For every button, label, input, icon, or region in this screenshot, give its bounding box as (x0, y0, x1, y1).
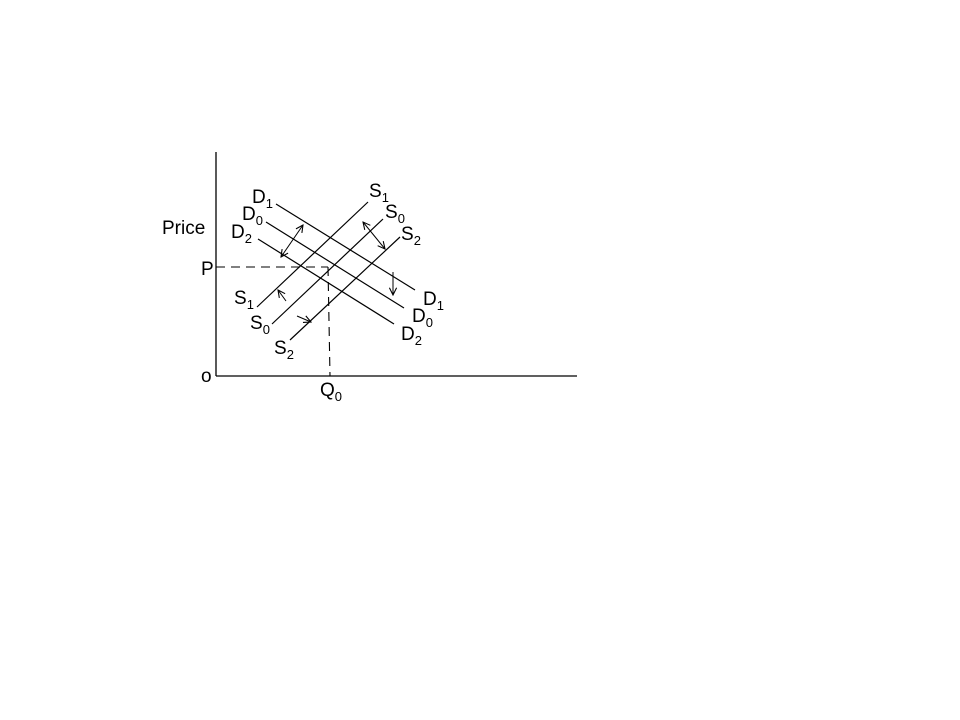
supply-curve-s1 (256, 201, 369, 308)
y-axis-label: Price (162, 218, 205, 239)
origin-label: o (201, 366, 212, 387)
d1-label-left: D1 (252, 187, 273, 211)
supply-shift-arrow-upper (363, 222, 385, 249)
supply-curve-s2 (289, 236, 401, 341)
d0-label-left: D0 (242, 204, 263, 228)
supply-shift-arrow-right (296, 316, 311, 322)
demand-curve-d2 (257, 238, 395, 325)
s2-label-bottom: S2 (274, 338, 294, 362)
s0-label-top: S0 (385, 202, 405, 226)
d2-label-left: D2 (231, 222, 252, 246)
s1-label-top: S1 (369, 181, 389, 205)
price-label: P (201, 259, 214, 280)
d1-label-right: D1 (423, 289, 444, 313)
d2-label-right: D2 (401, 324, 422, 348)
supply-shift-arrow-left (278, 290, 287, 302)
supply-curve-s0 (271, 218, 384, 325)
demand-shift-arrow-upper (281, 225, 303, 257)
s0-label-bottom: S0 (250, 313, 270, 337)
quantity-guide-line (327, 266, 331, 377)
demand-curve-d1 (275, 203, 416, 291)
quantity-label: Q0 (320, 380, 342, 404)
d0-label-right: D0 (412, 306, 433, 330)
s2-label-top: S2 (401, 224, 421, 248)
s1-label-bottom: S1 (234, 288, 254, 312)
